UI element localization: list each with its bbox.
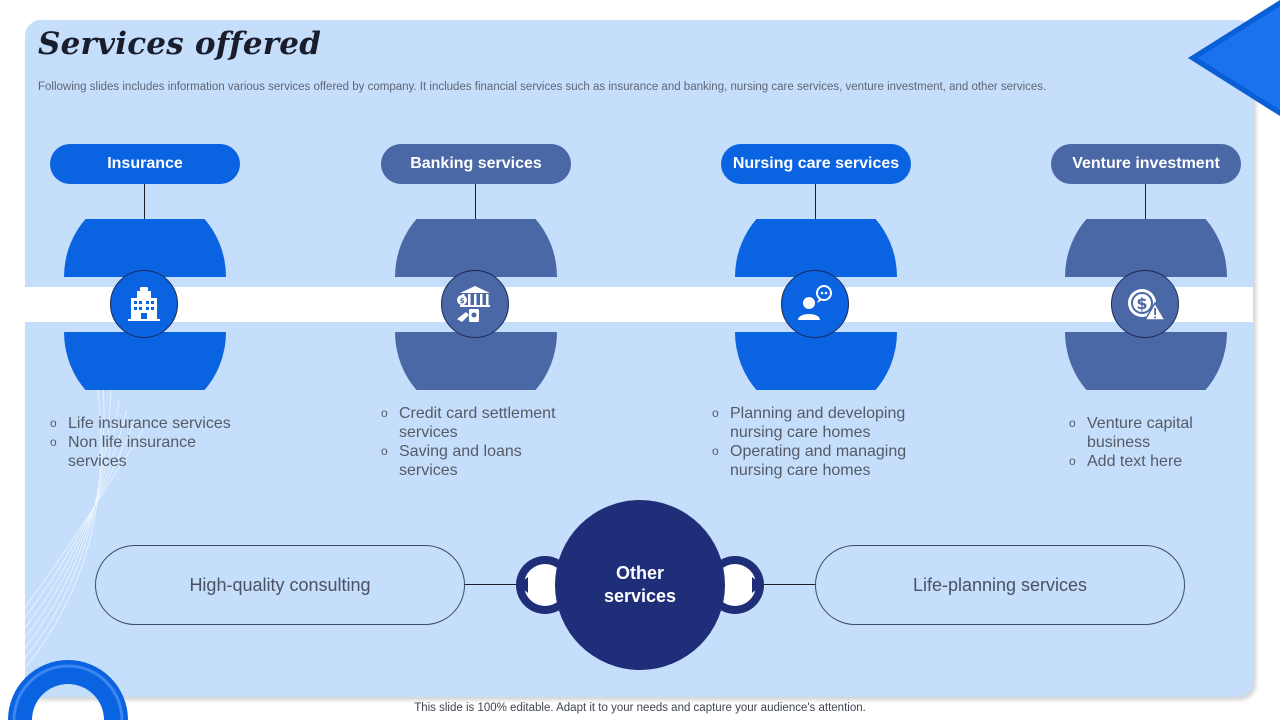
svg-text:$: $ bbox=[1136, 294, 1147, 313]
connector-line bbox=[144, 184, 145, 219]
list-item: Life insurance services bbox=[50, 414, 250, 433]
connector-line bbox=[1145, 184, 1146, 219]
connector-line-right bbox=[725, 584, 816, 585]
service-pill: Banking services bbox=[381, 144, 571, 184]
bank-payment-icon: $ bbox=[441, 270, 509, 338]
connector-line-left bbox=[465, 584, 555, 585]
connector-line bbox=[475, 184, 476, 219]
service-pill: Venture investment bbox=[1051, 144, 1241, 184]
service-disc bbox=[1065, 219, 1227, 390]
connector-line bbox=[815, 184, 816, 219]
service-pill: Nursing care services bbox=[721, 144, 911, 184]
decorative-swirl bbox=[25, 369, 144, 669]
list-item: Planning and developing nursing care hom… bbox=[712, 404, 932, 442]
dollar-warning-icon: $ bbox=[1111, 270, 1179, 338]
caregiver-chat-icon bbox=[781, 270, 849, 338]
service-disc bbox=[735, 219, 897, 390]
service-items-banking: Credit card settlement services Saving a… bbox=[381, 404, 581, 480]
other-services-label: Other services bbox=[555, 562, 725, 608]
corner-ring bbox=[8, 660, 128, 720]
white-band bbox=[25, 287, 1253, 322]
service-items-insurance: Life insurance services Non life insuran… bbox=[50, 414, 250, 471]
page-subtitle: Following slides includes information va… bbox=[38, 81, 1047, 93]
service-disc bbox=[64, 219, 226, 390]
footer-note: This slide is 100% editable. Adapt it to… bbox=[414, 702, 866, 714]
list-item: Non life insurance services bbox=[50, 433, 250, 471]
list-item: Add text here bbox=[1069, 452, 1259, 471]
list-item: Operating and managing nursing care home… bbox=[712, 442, 932, 480]
service-items-venture: Venture capital business Add text here bbox=[1069, 414, 1259, 471]
other-services-label-line1: Other bbox=[615, 563, 664, 583]
svg-text:$: $ bbox=[460, 297, 465, 305]
corner-triangle bbox=[1188, 0, 1280, 116]
service-disc bbox=[395, 219, 557, 390]
page-title: Services offered bbox=[38, 26, 322, 62]
list-item: Venture capital business bbox=[1069, 414, 1259, 452]
other-service-right-pill: Life-planning services bbox=[815, 545, 1185, 625]
list-item: Credit card settlement services bbox=[381, 404, 581, 442]
other-services-label-line2: services bbox=[603, 586, 677, 606]
office-building-icon bbox=[110, 270, 178, 338]
service-items-nursing: Planning and developing nursing care hom… bbox=[712, 404, 932, 480]
service-pill: Insurance bbox=[50, 144, 240, 184]
other-services-circle bbox=[516, 500, 764, 670]
list-item: Saving and loans services bbox=[381, 442, 581, 480]
other-service-left-pill: High-quality consulting bbox=[95, 545, 465, 625]
